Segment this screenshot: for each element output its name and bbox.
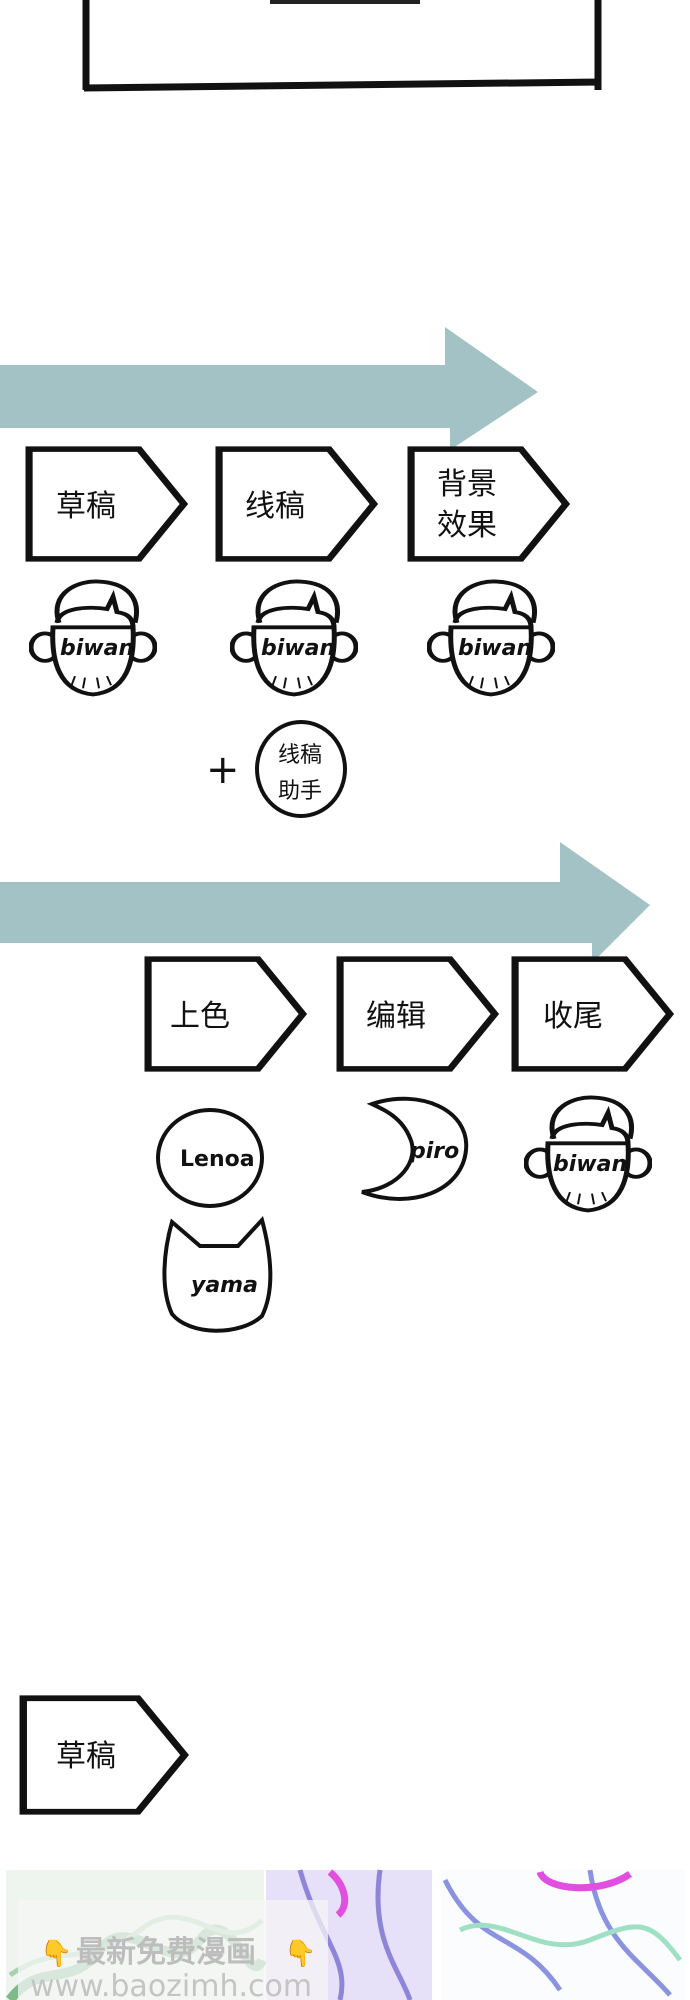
pointing-down-hand-icon: 👇 [284,1939,316,1969]
svg-text:助手: 助手 [278,779,322,804]
stage-label: 上色 [170,999,230,1034]
member-biwan-avatar: biwan [429,581,553,694]
svg-text:最新免费漫画: 最新免费漫画 [76,1935,256,1970]
svg-text:biwan: biwan [458,636,532,661]
svg-text:biwan: biwan [553,1152,627,1177]
svg-text:piro: piro [409,1139,459,1164]
watermark: 👇 最新免费漫画 👇 www.baozimh.com [30,1935,316,2000]
stage-label: 编辑 [366,999,426,1034]
lineart-assistant-badge: 线稿 助手 [255,720,347,818]
stage-sketch: 草稿 [29,449,184,559]
stage-lineart: 线稿 [219,449,374,559]
svg-text:biwan: biwan [60,636,134,661]
process-arrow-1 [0,327,538,450]
stage-label: 收尾 [543,999,603,1034]
artwork-preview-strip [6,1869,685,2000]
stage-finishing: 收尾 [515,959,670,1069]
member-yama-avatar: yama [162,1215,273,1333]
member-lenoa-avatar: Lenoa [156,1108,264,1208]
svg-text:yama: yama [191,1273,258,1298]
stage-sketch-bottom: 草稿 [23,1698,184,1812]
pointing-down-hand-icon: 👇 [40,1939,72,1969]
member-piro-avatar: piro [361,1096,469,1201]
stage-label-line1: 背景 [437,467,497,502]
process-arrow-2 [0,842,650,963]
member-biwan-avatar: biwan [232,581,356,694]
stage-label: 草稿 [56,1739,116,1774]
cut-off-caption-text [270,0,420,4]
member-biwan-avatar: biwan [31,581,155,694]
stage-background-effects: 背景 效果 [411,449,566,559]
svg-text:Lenoa: Lenoa [180,1147,255,1172]
stage-label-line2: 效果 [437,508,497,543]
member-biwan-avatar: biwan [526,1097,650,1210]
svg-text:biwan: biwan [261,636,335,661]
svg-text:www.baozimh.com: www.baozimh.com [30,1969,312,2000]
stage-label: 草稿 [56,489,116,524]
plus-sign: + [206,747,240,793]
stage-label: 线稿 [245,489,305,524]
stage-editing: 编辑 [340,959,495,1069]
svg-text:线稿: 线稿 [278,743,322,768]
stage-coloring: 上色 [148,959,303,1069]
top-caption-box [82,0,602,92]
